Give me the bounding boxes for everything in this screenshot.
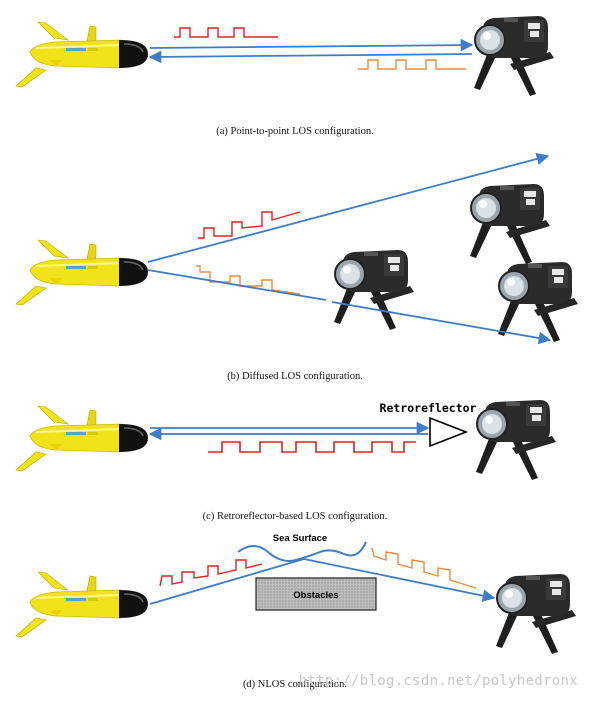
retroreflector-triangle-icon <box>429 416 469 448</box>
glider-auv-icon <box>15 21 149 88</box>
signal-pulse-orange <box>196 265 301 295</box>
signal-pulse-orange <box>371 547 477 589</box>
diffused-lower-beam <box>331 301 552 345</box>
caption-b: (b) Diffused LOS configuration. <box>227 371 363 382</box>
signal-pulse-red <box>174 27 278 38</box>
sea-surface-wave-icon <box>237 541 367 562</box>
obstacles-block <box>255 577 377 611</box>
uplink-arrow <box>148 50 473 64</box>
obstacles-label: Obstacles <box>293 590 338 601</box>
signal-pulse-red <box>159 559 263 587</box>
diffused-upper-beam <box>147 152 550 263</box>
signal-pulse-red <box>198 211 301 239</box>
reflected-beam <box>303 558 496 602</box>
glider-auv-icon <box>15 239 149 306</box>
rov-robot-icon <box>497 261 579 343</box>
caption-a: (a) Point-to-point LOS configuration. <box>216 126 374 137</box>
panel-c-retroreflector: Retroreflector <box>15 399 557 481</box>
rov-robot-icon <box>475 399 557 481</box>
downlink-arrow <box>149 38 474 52</box>
glider-auv-icon <box>15 405 149 472</box>
diffused-lower-beam <box>147 269 327 301</box>
panel-b-diffused <box>15 152 579 345</box>
rov-robot-icon <box>495 573 577 655</box>
rov-robot-icon <box>473 15 555 97</box>
panel-d-nlos: Sea Surface Obstacles <box>15 533 577 655</box>
sea-surface-label: Sea Surface <box>273 533 327 544</box>
retroreflector-label: Retroreflector <box>380 401 477 415</box>
rov-robot-icon <box>333 249 415 331</box>
glider-auv-icon <box>15 571 149 638</box>
signal-pulse-red <box>208 441 416 453</box>
incident-beam <box>149 558 305 605</box>
caption-c: (c) Retroreflector-based LOS configurati… <box>202 511 388 522</box>
caption-d: (d) NLOS configuration. <box>242 679 348 690</box>
watermark-text: http://blog.csdn.net/polyhedronx <box>298 673 578 689</box>
signal-pulse-orange <box>358 59 466 70</box>
panel-a-point-to-point <box>15 15 555 97</box>
rov-robot-icon <box>469 183 551 265</box>
